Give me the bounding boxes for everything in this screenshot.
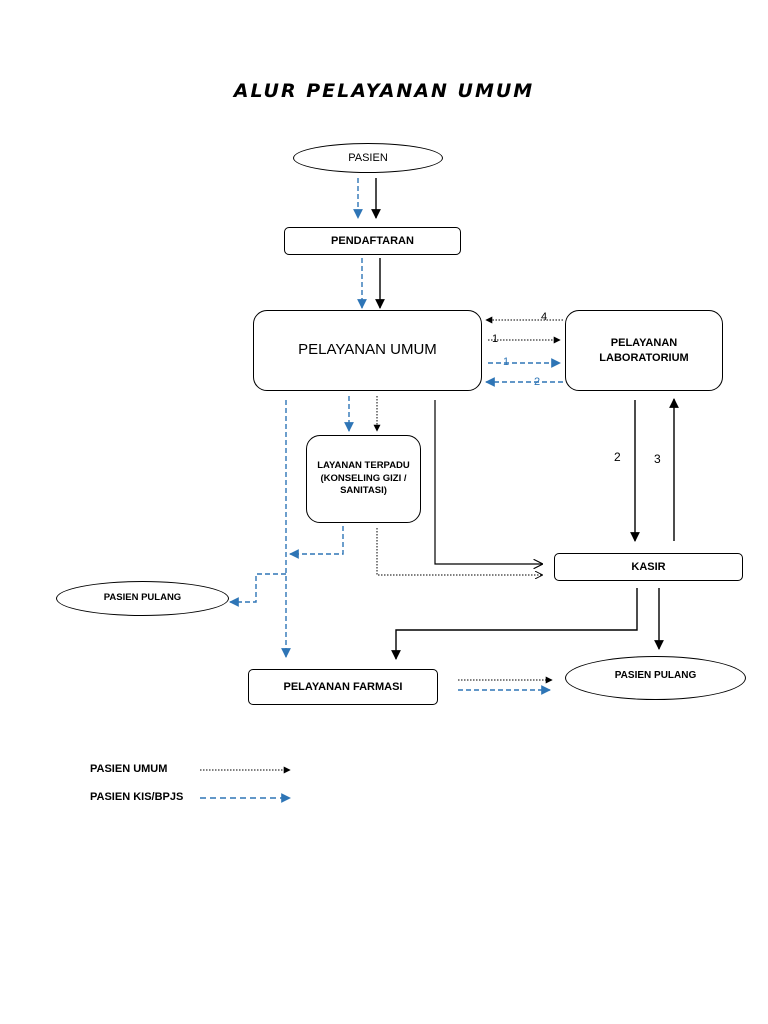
- step-label-2-dashed: 2: [534, 376, 541, 388]
- node-pelayanan-umum: PELAYANAN UMUM: [253, 310, 482, 391]
- step-label-3: 3: [654, 452, 661, 466]
- step-label-4: 4: [541, 311, 548, 323]
- edge-umum-kasir-solid: [434, 400, 542, 564]
- diagram-title: ALUR PELAYANAN UMUM: [233, 80, 535, 102]
- node-pasien-pulang-left: PASIEN PULANG: [56, 581, 229, 616]
- step-label-2: 2: [614, 450, 621, 464]
- node-kasir: KASIR: [554, 553, 743, 581]
- node-pasien-pulang-right: PASIEN PULANG: [565, 656, 746, 700]
- legend-label-kis: PASIEN KIS/BPJS: [90, 791, 184, 803]
- edge-kasir-farmasi: [391, 588, 638, 660]
- step-label-1-dotted: 1: [492, 333, 499, 345]
- edge-terpadu-join-dashed: [289, 526, 344, 559]
- node-pasien: PASIEN: [293, 143, 443, 173]
- edge-terpadu-kasir-dotted: [376, 528, 542, 575]
- legend-label-umum: PASIEN UMUM: [90, 763, 168, 775]
- node-pelayanan-farmasi: PELAYANAN FARMASI: [248, 669, 438, 705]
- node-pelayanan-laboratorium: PELAYANAN LABORATORIUM: [565, 310, 723, 391]
- node-layanan-terpadu: LAYANAN TERPADU (KONSELING GIZI / SANITA…: [306, 435, 421, 523]
- node-pendaftaran: PENDAFTARAN: [284, 227, 461, 255]
- step-label-1-dashed: 1: [503, 356, 510, 368]
- edge-to-pasien-pulang-left: [229, 573, 286, 607]
